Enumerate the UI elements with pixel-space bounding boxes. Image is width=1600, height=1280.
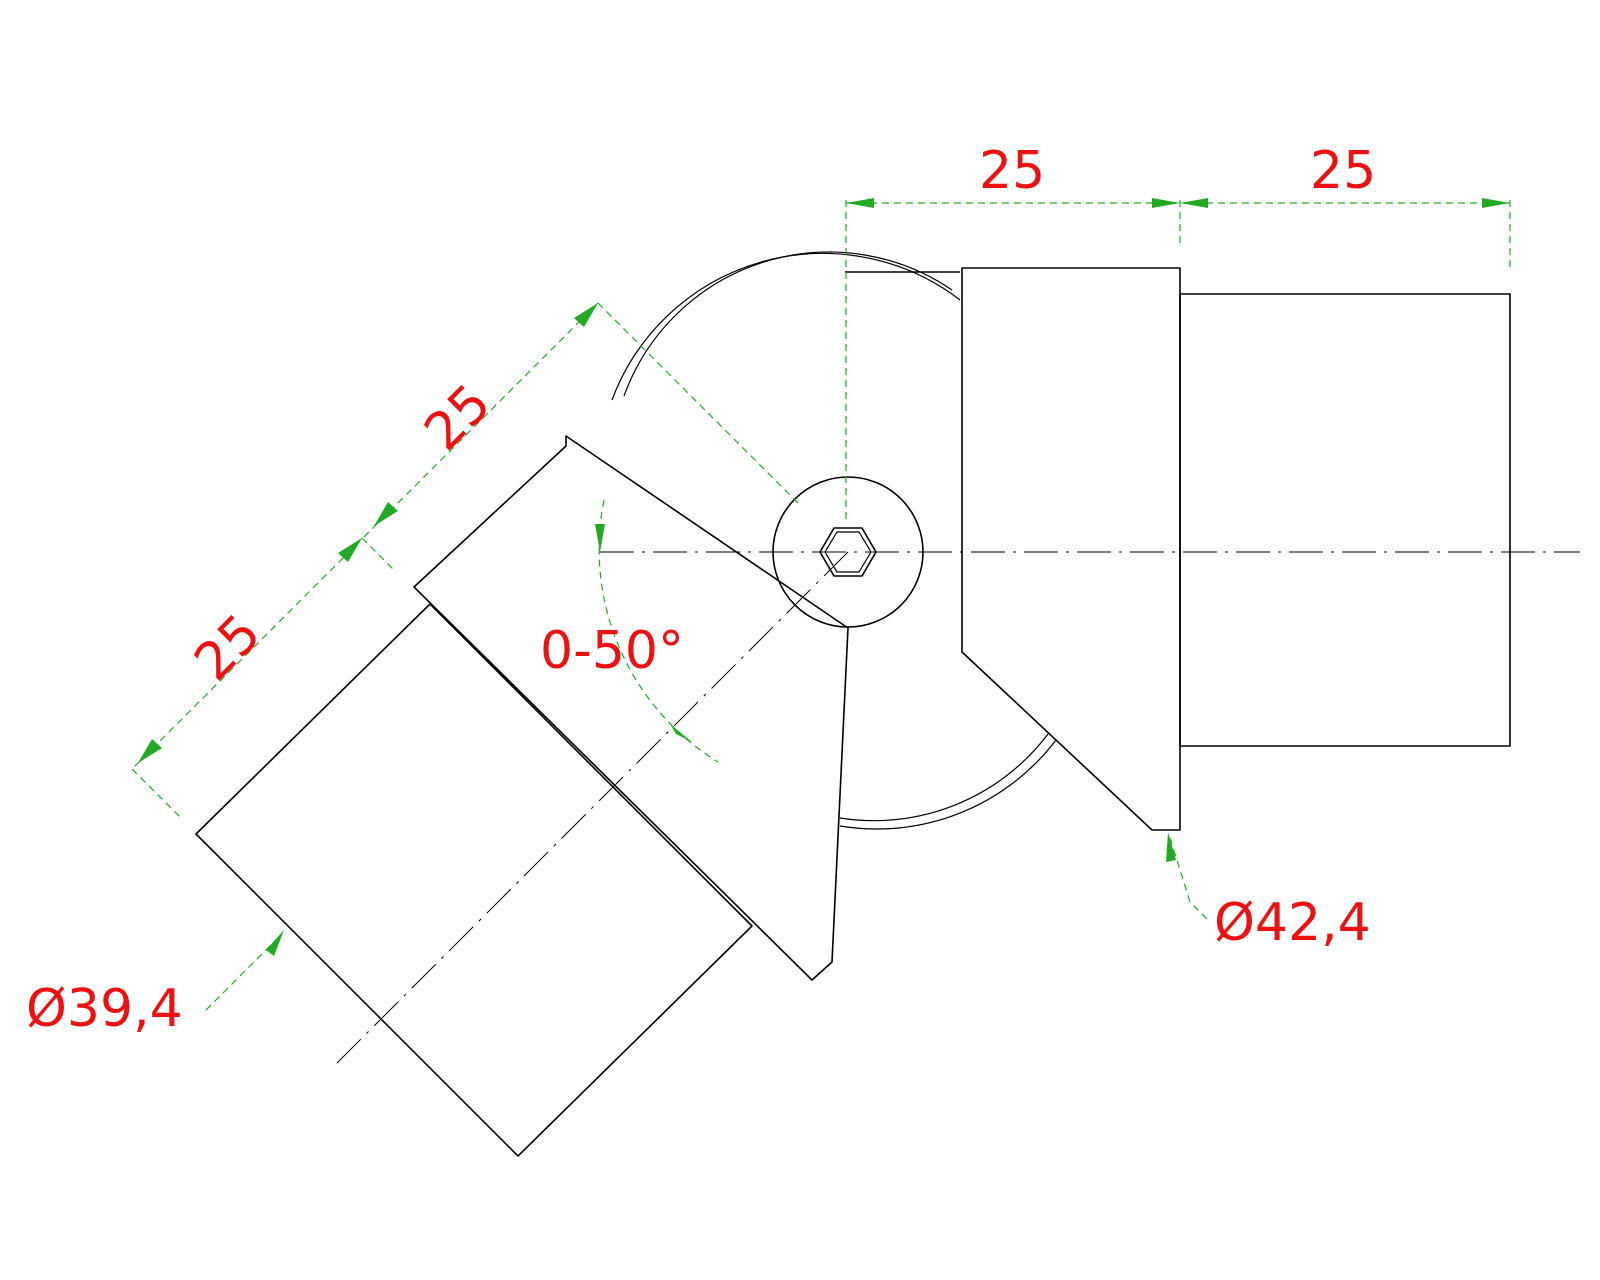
diagonal-centerline <box>331 551 849 1069</box>
diag-dim-arrow <box>574 303 598 327</box>
bolt-head <box>772 476 924 628</box>
angle-range-label: 0-50° <box>540 621 684 681</box>
top-right-length-label: 25 <box>1310 141 1376 201</box>
swivel-disc-upper-arc-inner <box>623 251 953 397</box>
small-diameter-arrow <box>266 930 284 956</box>
swivel-disc-lower-arc-inner <box>839 733 1049 822</box>
left-tube <box>195 603 753 1157</box>
diag-dim-arrow <box>338 538 362 562</box>
hex-socket-inner <box>824 531 872 573</box>
upper-diagonal-length-label: 25 <box>413 373 502 462</box>
top-dim-arrow <box>1180 198 1208 208</box>
diag-dim-arrow <box>374 502 398 526</box>
diag-dim-extension-top <box>597 302 801 506</box>
right-socket-body <box>961 267 1181 831</box>
small-diameter-leader <box>205 933 283 1011</box>
diag-dim-extension-bottom <box>131 768 181 818</box>
lower-diagonal-length-label: 25 <box>183 603 272 692</box>
diag-dim-line <box>131 302 599 770</box>
small-diameter-label: Ø39,4 <box>26 979 183 1039</box>
diag-dim-arrow <box>138 739 162 763</box>
large-diameter-arrow <box>1166 832 1176 862</box>
diag-dim-extension-middle <box>361 537 397 573</box>
hex-socket-icon <box>819 527 877 577</box>
top-dim-arrow <box>846 198 874 208</box>
large-diameter-leader <box>1169 837 1211 923</box>
angle-dim-arrow <box>595 524 605 552</box>
top-dim-arrow <box>1152 198 1180 208</box>
swivel-disc-lower-arc <box>839 739 1057 830</box>
top-left-length-label: 25 <box>979 141 1045 201</box>
left-socket-body <box>413 435 849 981</box>
top-dim-arrow <box>1482 198 1510 208</box>
angle-dim-arrow <box>670 724 692 742</box>
right-tube <box>1179 293 1511 747</box>
large-diameter-label: Ø42,4 <box>1214 893 1371 953</box>
